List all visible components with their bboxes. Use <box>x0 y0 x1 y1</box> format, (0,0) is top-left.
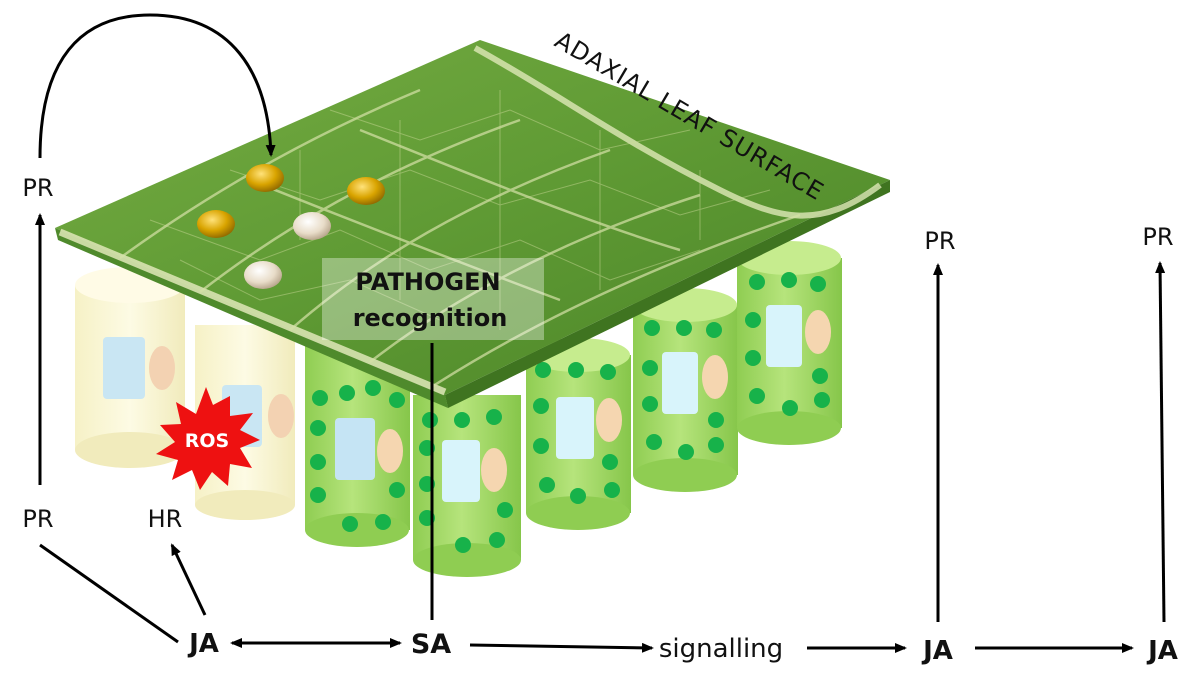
pathogen-box <box>322 258 544 340</box>
pr-mid-label: PR <box>924 227 955 255</box>
healthy-cell <box>413 395 521 577</box>
healthy-cell <box>633 288 738 492</box>
ros-burst: ROS <box>156 387 260 490</box>
pathogen-title: PATHOGEN <box>355 268 500 296</box>
ja-left-label: JA <box>187 629 219 659</box>
pr-top-left-label: PR <box>22 174 53 202</box>
curved-arrow-pr-to-spore <box>38 13 276 159</box>
healthy-cell <box>526 338 631 530</box>
arrow-ja-to-pr <box>39 543 179 644</box>
pathogen-subtitle: recognition <box>353 304 508 332</box>
spore-gold <box>347 177 385 205</box>
node-labels: PR PR HR JA SA signalling JA JA PR PR <box>22 174 1177 666</box>
spore-white <box>293 212 331 240</box>
sa-label: SA <box>411 629 451 660</box>
signalling-arrows <box>35 13 1166 653</box>
dead-cell <box>75 267 185 468</box>
ros-star-icon <box>156 387 260 490</box>
healthy-cell <box>305 340 410 547</box>
arrow-ja-right-to-pr <box>1155 261 1166 623</box>
pr-bottom-left-label: PR <box>22 505 53 533</box>
pathogen-spores <box>197 164 385 289</box>
arrow-ja-to-hr <box>170 543 207 616</box>
ros-label: ROS <box>185 430 229 452</box>
spore-white <box>244 261 282 289</box>
ja-right-label: JA <box>1146 636 1178 666</box>
arrow-sa-to-signalling <box>469 642 654 653</box>
pr-right-label: PR <box>1142 223 1173 251</box>
signalling-label: signalling <box>659 634 783 664</box>
spore-gold <box>197 210 235 238</box>
healthy-cell <box>737 241 842 445</box>
spore-gold <box>246 164 284 192</box>
leaf-surface <box>55 40 890 408</box>
ja-mid-label: JA <box>921 636 953 666</box>
hr-label: HR <box>148 505 183 533</box>
pathogen-recognition: PATHOGEN recognition <box>322 258 544 620</box>
